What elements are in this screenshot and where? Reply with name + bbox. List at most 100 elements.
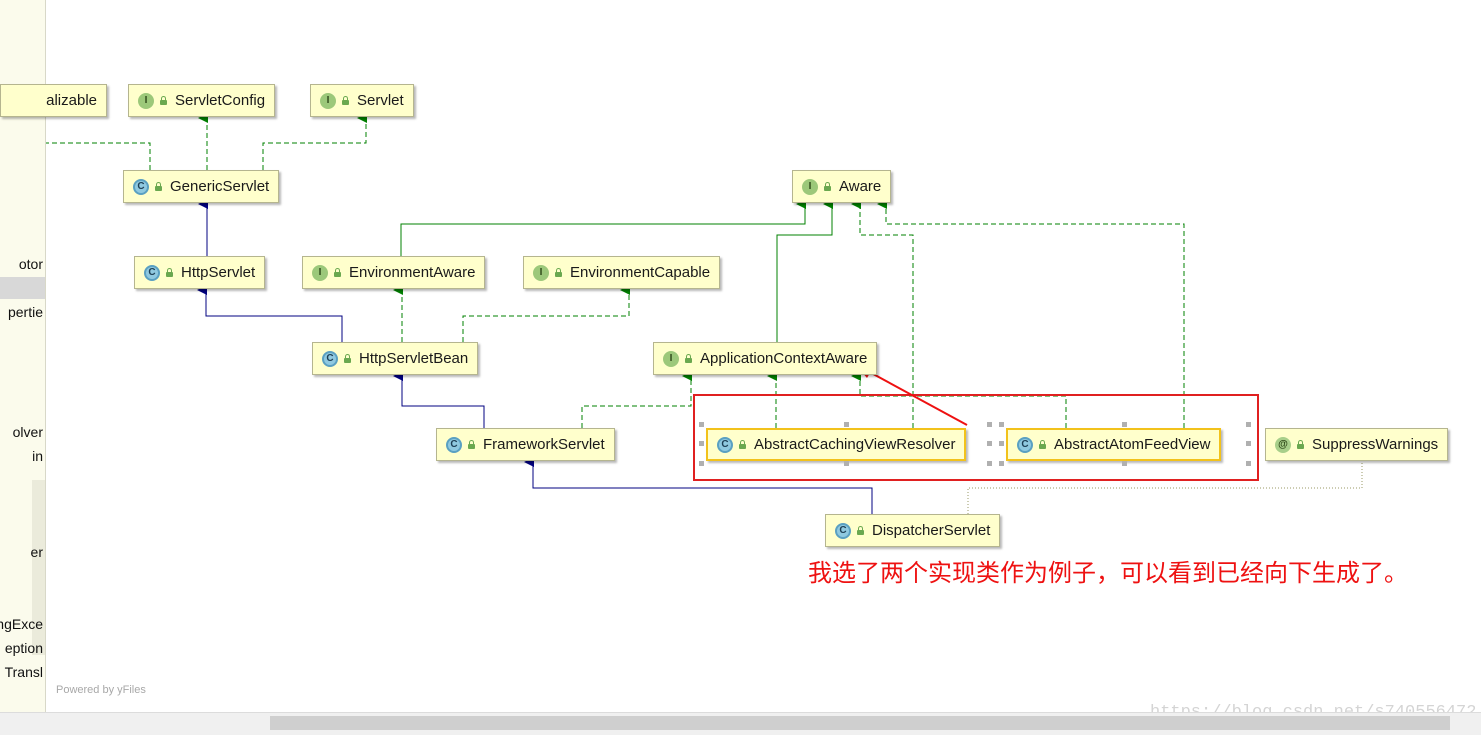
node-label: Aware <box>839 178 882 195</box>
public-lock-icon <box>165 268 174 277</box>
selection-handle[interactable] <box>1246 461 1251 466</box>
annotation-arrow <box>863 368 968 426</box>
edge-environmentaware-aware <box>400 199 806 256</box>
edge-genericservlet-servlet <box>262 113 367 170</box>
selection-handle[interactable] <box>987 441 992 446</box>
edge-frameworkservlet-applicationcontextaware <box>581 371 692 428</box>
node-applicationcontextaware[interactable]: I ApplicationContextAware <box>653 342 878 375</box>
public-lock-icon <box>159 96 168 105</box>
public-lock-icon <box>341 96 350 105</box>
node-label: EnvironmentCapable <box>570 264 711 281</box>
highlight-box <box>693 394 1259 481</box>
structure-item[interactable]: olver <box>12 424 43 440</box>
edge-httpservletbean-httpservlet <box>197 285 343 342</box>
annotation-note: 我选了两个实现类作为例子，可以看到已经向下生成了。 <box>808 559 1408 587</box>
edge-frameworkservlet-httpservletbean <box>393 371 485 428</box>
edge-applicationcontextaware-aware <box>776 199 833 342</box>
interface-icon: I <box>663 350 679 367</box>
node-genericservlet[interactable]: C GenericServlet <box>123 170 280 203</box>
node-label: FrameworkServlet <box>483 436 605 453</box>
class-icon: C <box>144 264 160 281</box>
node-label: SuppressWarnings <box>1312 436 1439 453</box>
public-lock-icon <box>333 268 342 277</box>
node-label: AbstractCachingViewResolver <box>754 436 956 453</box>
edge-atomfeedview-applicationcontextaware <box>851 371 1067 428</box>
node-suppresswarnings[interactable]: @ SuppressWarnings <box>1265 428 1449 461</box>
edge-dispatcherservlet-frameworkservlet <box>524 457 873 514</box>
node-abstractatomfeedview[interactable]: C AbstractAtomFeedView <box>1006 428 1222 461</box>
selection-handle[interactable] <box>999 441 1004 446</box>
selection-handle[interactable] <box>844 461 849 466</box>
class-icon: C <box>133 178 149 195</box>
class-icon: C <box>446 436 462 453</box>
edge-cachingviewresolver-aware <box>851 199 914 428</box>
structure-panel: otor pertie olver in er ngExce eption Tr… <box>0 0 46 734</box>
public-lock-icon <box>856 526 865 535</box>
node-label: ApplicationContextAware <box>700 350 868 367</box>
structure-item[interactable]: otor <box>18 256 43 272</box>
selection-handle[interactable] <box>1246 441 1251 446</box>
bottom-bar <box>0 712 1481 735</box>
structure-item[interactable]: in <box>32 448 43 464</box>
node-dispatcherservlet[interactable]: C DispatcherServlet <box>825 514 1001 547</box>
node-environmentaware[interactable]: I EnvironmentAware <box>302 256 486 289</box>
structure-item[interactable]: pertie <box>7 304 43 320</box>
node-abstractcachingviewresolver[interactable]: C AbstractCachingViewResolver <box>706 428 967 461</box>
powered-by-label: Powered by yFiles <box>56 684 146 696</box>
node-servlet[interactable]: I Servlet <box>310 84 414 117</box>
structure-item[interactable]: Transl <box>4 664 43 680</box>
public-lock-icon <box>1296 440 1305 449</box>
structure-item[interactable]: er <box>30 544 43 560</box>
public-lock-icon <box>154 182 163 191</box>
public-lock-icon <box>1038 440 1047 449</box>
public-lock-icon <box>554 268 563 277</box>
selection-handle[interactable] <box>999 422 1004 427</box>
edge-dispatcherservlet-suppresswarnings <box>967 462 1363 514</box>
class-icon: C <box>322 350 338 367</box>
node-servletconfig[interactable]: I ServletConfig <box>128 84 276 117</box>
public-lock-icon <box>738 440 747 449</box>
node-label: HttpServlet <box>181 264 256 281</box>
edge-httpservletbean-environmentcapable <box>462 285 630 342</box>
interface-icon: I <box>802 178 818 195</box>
selection-handle[interactable] <box>699 422 704 427</box>
class-icon: C <box>717 436 733 453</box>
selection-handle[interactable] <box>987 422 992 427</box>
panel-scroll-strip[interactable] <box>32 480 45 655</box>
node-label: AbstractAtomFeedView <box>1054 436 1211 453</box>
structure-item[interactable]: eption <box>4 640 43 656</box>
selection-handle[interactable] <box>987 461 992 466</box>
interface-icon: I <box>312 264 328 281</box>
selection-handle[interactable] <box>999 461 1004 466</box>
selection-handle[interactable] <box>699 441 704 446</box>
node-serializable[interactable]: alizable <box>0 84 107 117</box>
node-httpservlet[interactable]: C HttpServlet <box>134 256 266 289</box>
selection-handle[interactable] <box>699 461 704 466</box>
node-label: ServletConfig <box>175 92 266 109</box>
node-label: HttpServletBean <box>359 350 469 367</box>
node-aware[interactable]: I Aware <box>792 170 892 203</box>
selected-row-highlight <box>0 277 45 299</box>
interface-icon: I <box>533 264 549 281</box>
annotation-icon: @ <box>1275 436 1291 453</box>
node-frameworkservlet[interactable]: C FrameworkServlet <box>436 428 615 461</box>
node-httpservletbean[interactable]: C HttpServletBean <box>312 342 479 375</box>
interface-icon: I <box>138 92 154 109</box>
public-lock-icon <box>684 354 693 363</box>
interface-icon: I <box>320 92 336 109</box>
selection-handle[interactable] <box>1122 461 1127 466</box>
public-lock-icon <box>343 354 352 363</box>
public-lock-icon <box>467 440 476 449</box>
node-label: DispatcherServlet <box>872 522 991 539</box>
node-label: EnvironmentAware <box>349 264 476 281</box>
horizontal-scrollbar[interactable] <box>270 716 1450 730</box>
selection-handle[interactable] <box>1122 422 1127 427</box>
class-icon: C <box>1017 436 1033 453</box>
node-label: GenericServlet <box>170 178 270 195</box>
node-environmentcapable[interactable]: I EnvironmentCapable <box>523 256 721 289</box>
edge-atomfeedview-aware <box>877 199 1185 428</box>
selection-handle[interactable] <box>1246 422 1251 427</box>
selection-handle[interactable] <box>844 422 849 427</box>
structure-item[interactable]: ngExce <box>0 616 43 632</box>
